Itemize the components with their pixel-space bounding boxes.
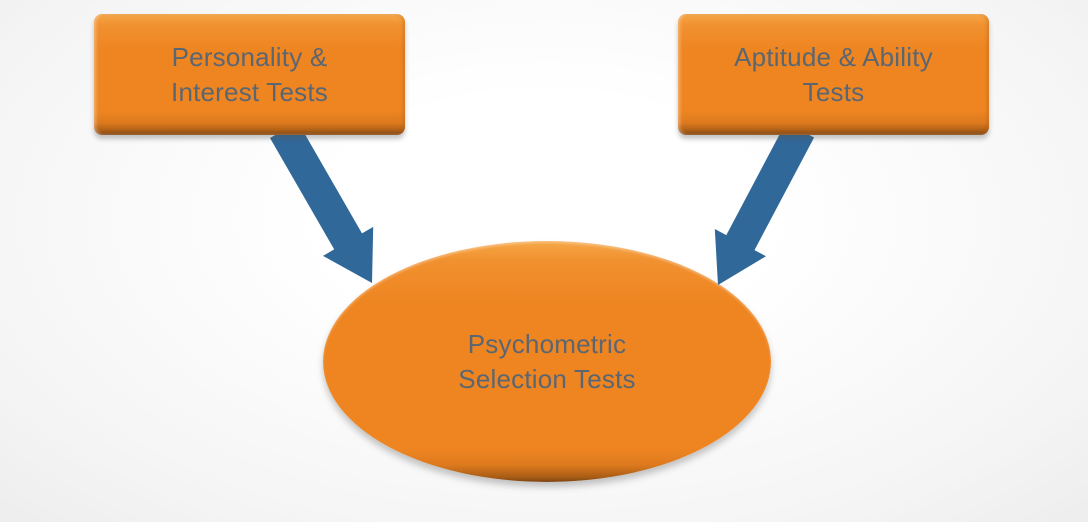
- node-label-aptitude-ability-tests: Aptitude & Ability Tests: [734, 41, 933, 107]
- node-personality-interest-tests: Personality & Interest Tests: [94, 14, 405, 135]
- node-label-personality-interest-tests: Personality & Interest Tests: [171, 41, 328, 107]
- node-psychometric-selection-tests: Psychometric Selection Tests: [323, 241, 771, 482]
- arrow-right-to-ellipse: [714, 122, 815, 285]
- arrow-left-to-ellipse: [270, 122, 374, 283]
- node-aptitude-ability-tests: Aptitude & Ability Tests: [678, 14, 989, 135]
- node-label-psychometric-selection-tests: Psychometric Selection Tests: [458, 328, 636, 394]
